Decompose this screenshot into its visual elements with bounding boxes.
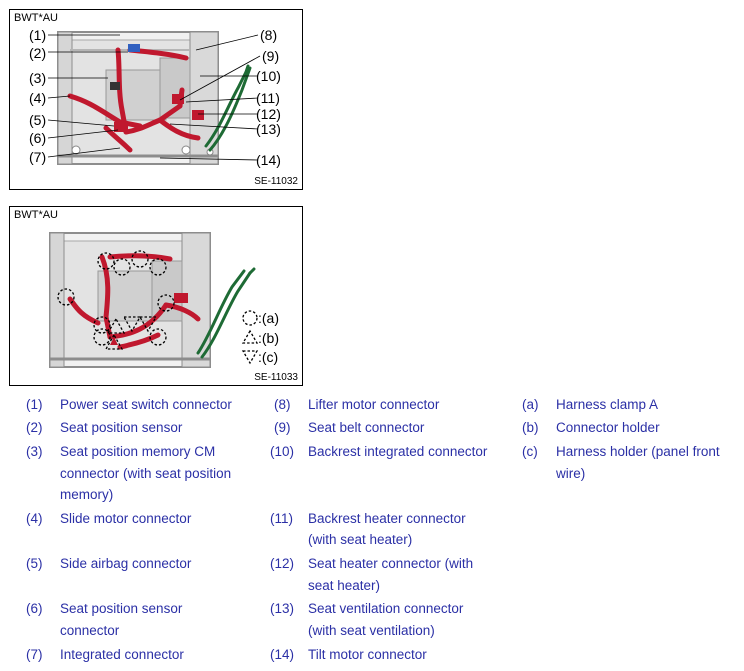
callout-11: (11) (256, 90, 280, 106)
legend-text: memory) (60, 487, 114, 502)
callout-9: (9) (262, 48, 280, 64)
legend-text: Integrated connector (60, 647, 184, 662)
legend-text: Slide motor connector (60, 511, 192, 526)
legend-num: (13) (270, 601, 295, 616)
legend-text: Seat position memory CM (60, 444, 216, 459)
legend-text: Lifter motor connector (308, 397, 440, 412)
callout-13: (13) (256, 121, 281, 137)
legend-num: (1) (26, 397, 43, 412)
callout-7: (7) (29, 149, 47, 165)
legend-num: (b) (522, 420, 539, 435)
callout-2: (2) (29, 45, 47, 61)
figure-code: BWT*AU (14, 12, 58, 24)
legend-text: Seat heater connector (with (308, 556, 474, 571)
figure-harness-clamps: BWT*AU :(a) :(b) :(c) SE-11033 (9, 206, 303, 386)
legend-text: Power seat switch connector (60, 397, 232, 412)
legend-text: seat heater) (308, 578, 381, 593)
legend-symbol-b: :(b) (258, 330, 279, 346)
legend-num: (6) (26, 601, 43, 616)
legend-num: (4) (26, 511, 43, 526)
legend-text: Backrest integrated connector (308, 444, 488, 459)
callout-1: (1) (29, 27, 47, 43)
legend-num: (11) (270, 511, 294, 526)
legend-num: (8) (274, 397, 291, 412)
seat-frame-clamp-illustration (49, 232, 259, 368)
figure-harness-locations: BWT*AU (1) (2) (3) (4) (5) (6) (7) (8) (… (9, 9, 303, 190)
legend-num: (a) (522, 397, 539, 412)
callout-3: (3) (29, 70, 47, 86)
legend-text: Seat position sensor (60, 601, 183, 616)
legend-num: (2) (26, 420, 43, 435)
callout-4: (4) (29, 90, 47, 106)
legend-num: (12) (270, 556, 295, 571)
legend-text: Seat belt connector (308, 420, 425, 435)
figure-id: SE-11032 (254, 176, 298, 187)
callout-6: (6) (29, 130, 47, 146)
legend-text: connector (60, 623, 120, 638)
legend-text: Harness clamp A (556, 397, 659, 412)
legend-text: Tilt motor connector (308, 647, 427, 662)
legend-num: (14) (270, 647, 295, 662)
legend-num: (9) (274, 420, 291, 435)
callout-8: (8) (260, 27, 278, 43)
legend-text: Seat ventilation connector (308, 601, 464, 616)
callout-14: (14) (256, 152, 281, 168)
legend-symbol-c: :(c) (258, 349, 279, 365)
legend-num: (c) (522, 444, 538, 459)
callout-12: (12) (256, 106, 281, 122)
legend-text: Harness holder (panel front (556, 444, 720, 459)
legend-text: Connector holder (556, 420, 660, 435)
legend-num: (5) (26, 556, 43, 571)
legend-text: (with seat ventilation) (308, 623, 435, 638)
legend-text: wire) (556, 466, 586, 481)
callout-5: (5) (29, 112, 47, 128)
figure-code: BWT*AU (14, 209, 58, 221)
figure-id: SE-11033 (254, 372, 298, 383)
legend-text: Seat position sensor (60, 420, 183, 435)
legend-text: Backrest heater connector (308, 511, 466, 526)
legend-symbol-a: :(a) (258, 310, 279, 326)
callout-10: (10) (256, 68, 281, 84)
seat-frame-illustration (47, 31, 261, 165)
legend-text: connector (with seat position (60, 466, 232, 481)
legend-num: (10) (270, 444, 295, 459)
legend-text: (with seat heater) (308, 532, 413, 547)
legend-num: (7) (26, 647, 43, 662)
legend-text: Side airbag connector (60, 556, 192, 571)
legend-num: (3) (26, 444, 43, 459)
